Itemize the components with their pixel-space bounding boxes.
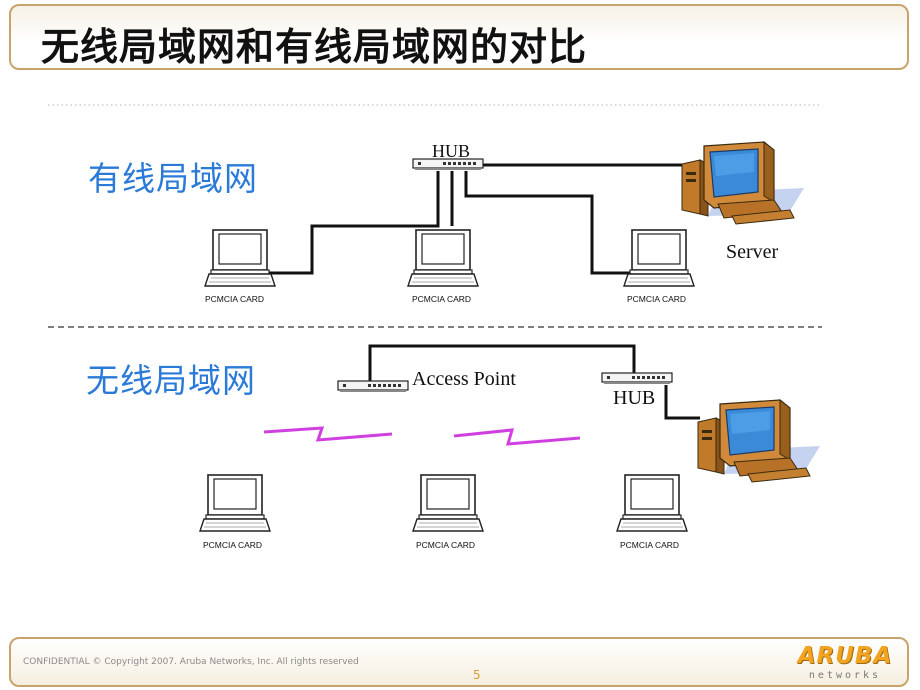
wireless-laptop-icon-3 — [616, 474, 688, 532]
wireless-hub-label: HUB — [613, 387, 655, 409]
wired-laptop-icon-3 — [623, 229, 695, 287]
radio-wave-icon-2 — [453, 428, 581, 446]
aruba-logo: ARUBA networks — [789, 643, 901, 685]
wired-hub-label: HUB — [432, 141, 470, 161]
wireless-cables — [368, 344, 700, 420]
wired-laptop-icon-2 — [407, 229, 479, 287]
wireless-laptop-label-1: PCMCIA CARD — [203, 540, 262, 550]
server-label: Server — [726, 241, 779, 263]
wireless-laptop-icon-2 — [412, 474, 484, 532]
logo-subtext: networks — [808, 670, 882, 681]
wireless-lan-label: 无线局域网 — [86, 361, 256, 400]
access-point-label: Access Point — [412, 368, 516, 390]
copyright-text: CONFIDENTIAL © Copyright 2007. Aruba Net… — [23, 657, 359, 667]
slide-title: 无线局域网和有线局域网的对比 — [41, 25, 588, 69]
wired-server-icon — [681, 141, 805, 225]
wired-laptop-label-1: PCMCIA CARD — [205, 294, 264, 304]
wireless-hub-icon — [601, 372, 673, 385]
wired-cables — [268, 163, 682, 275]
access-point-icon — [337, 380, 409, 393]
wired-laptop-icon-1 — [204, 229, 276, 287]
wireless-laptop-icon-1 — [199, 474, 271, 532]
wireless-server-icon — [697, 399, 821, 483]
page-number: 5 — [473, 668, 481, 682]
footer-bar: CONFIDENTIAL © Copyright 2007. Aruba Net… — [9, 637, 909, 687]
wired-laptop-label-3: PCMCIA CARD — [627, 294, 686, 304]
title-bar: 无线局域网和有线局域网的对比 — [9, 4, 909, 70]
wireless-laptop-label-3: PCMCIA CARD — [620, 540, 679, 550]
wired-laptop-label-2: PCMCIA CARD — [412, 294, 471, 304]
logo-text: ARUBA — [797, 643, 893, 669]
wireless-laptop-label-2: PCMCIA CARD — [416, 540, 475, 550]
wired-lan-label: 有线局域网 — [88, 159, 258, 198]
radio-wave-icon-1 — [263, 426, 393, 442]
